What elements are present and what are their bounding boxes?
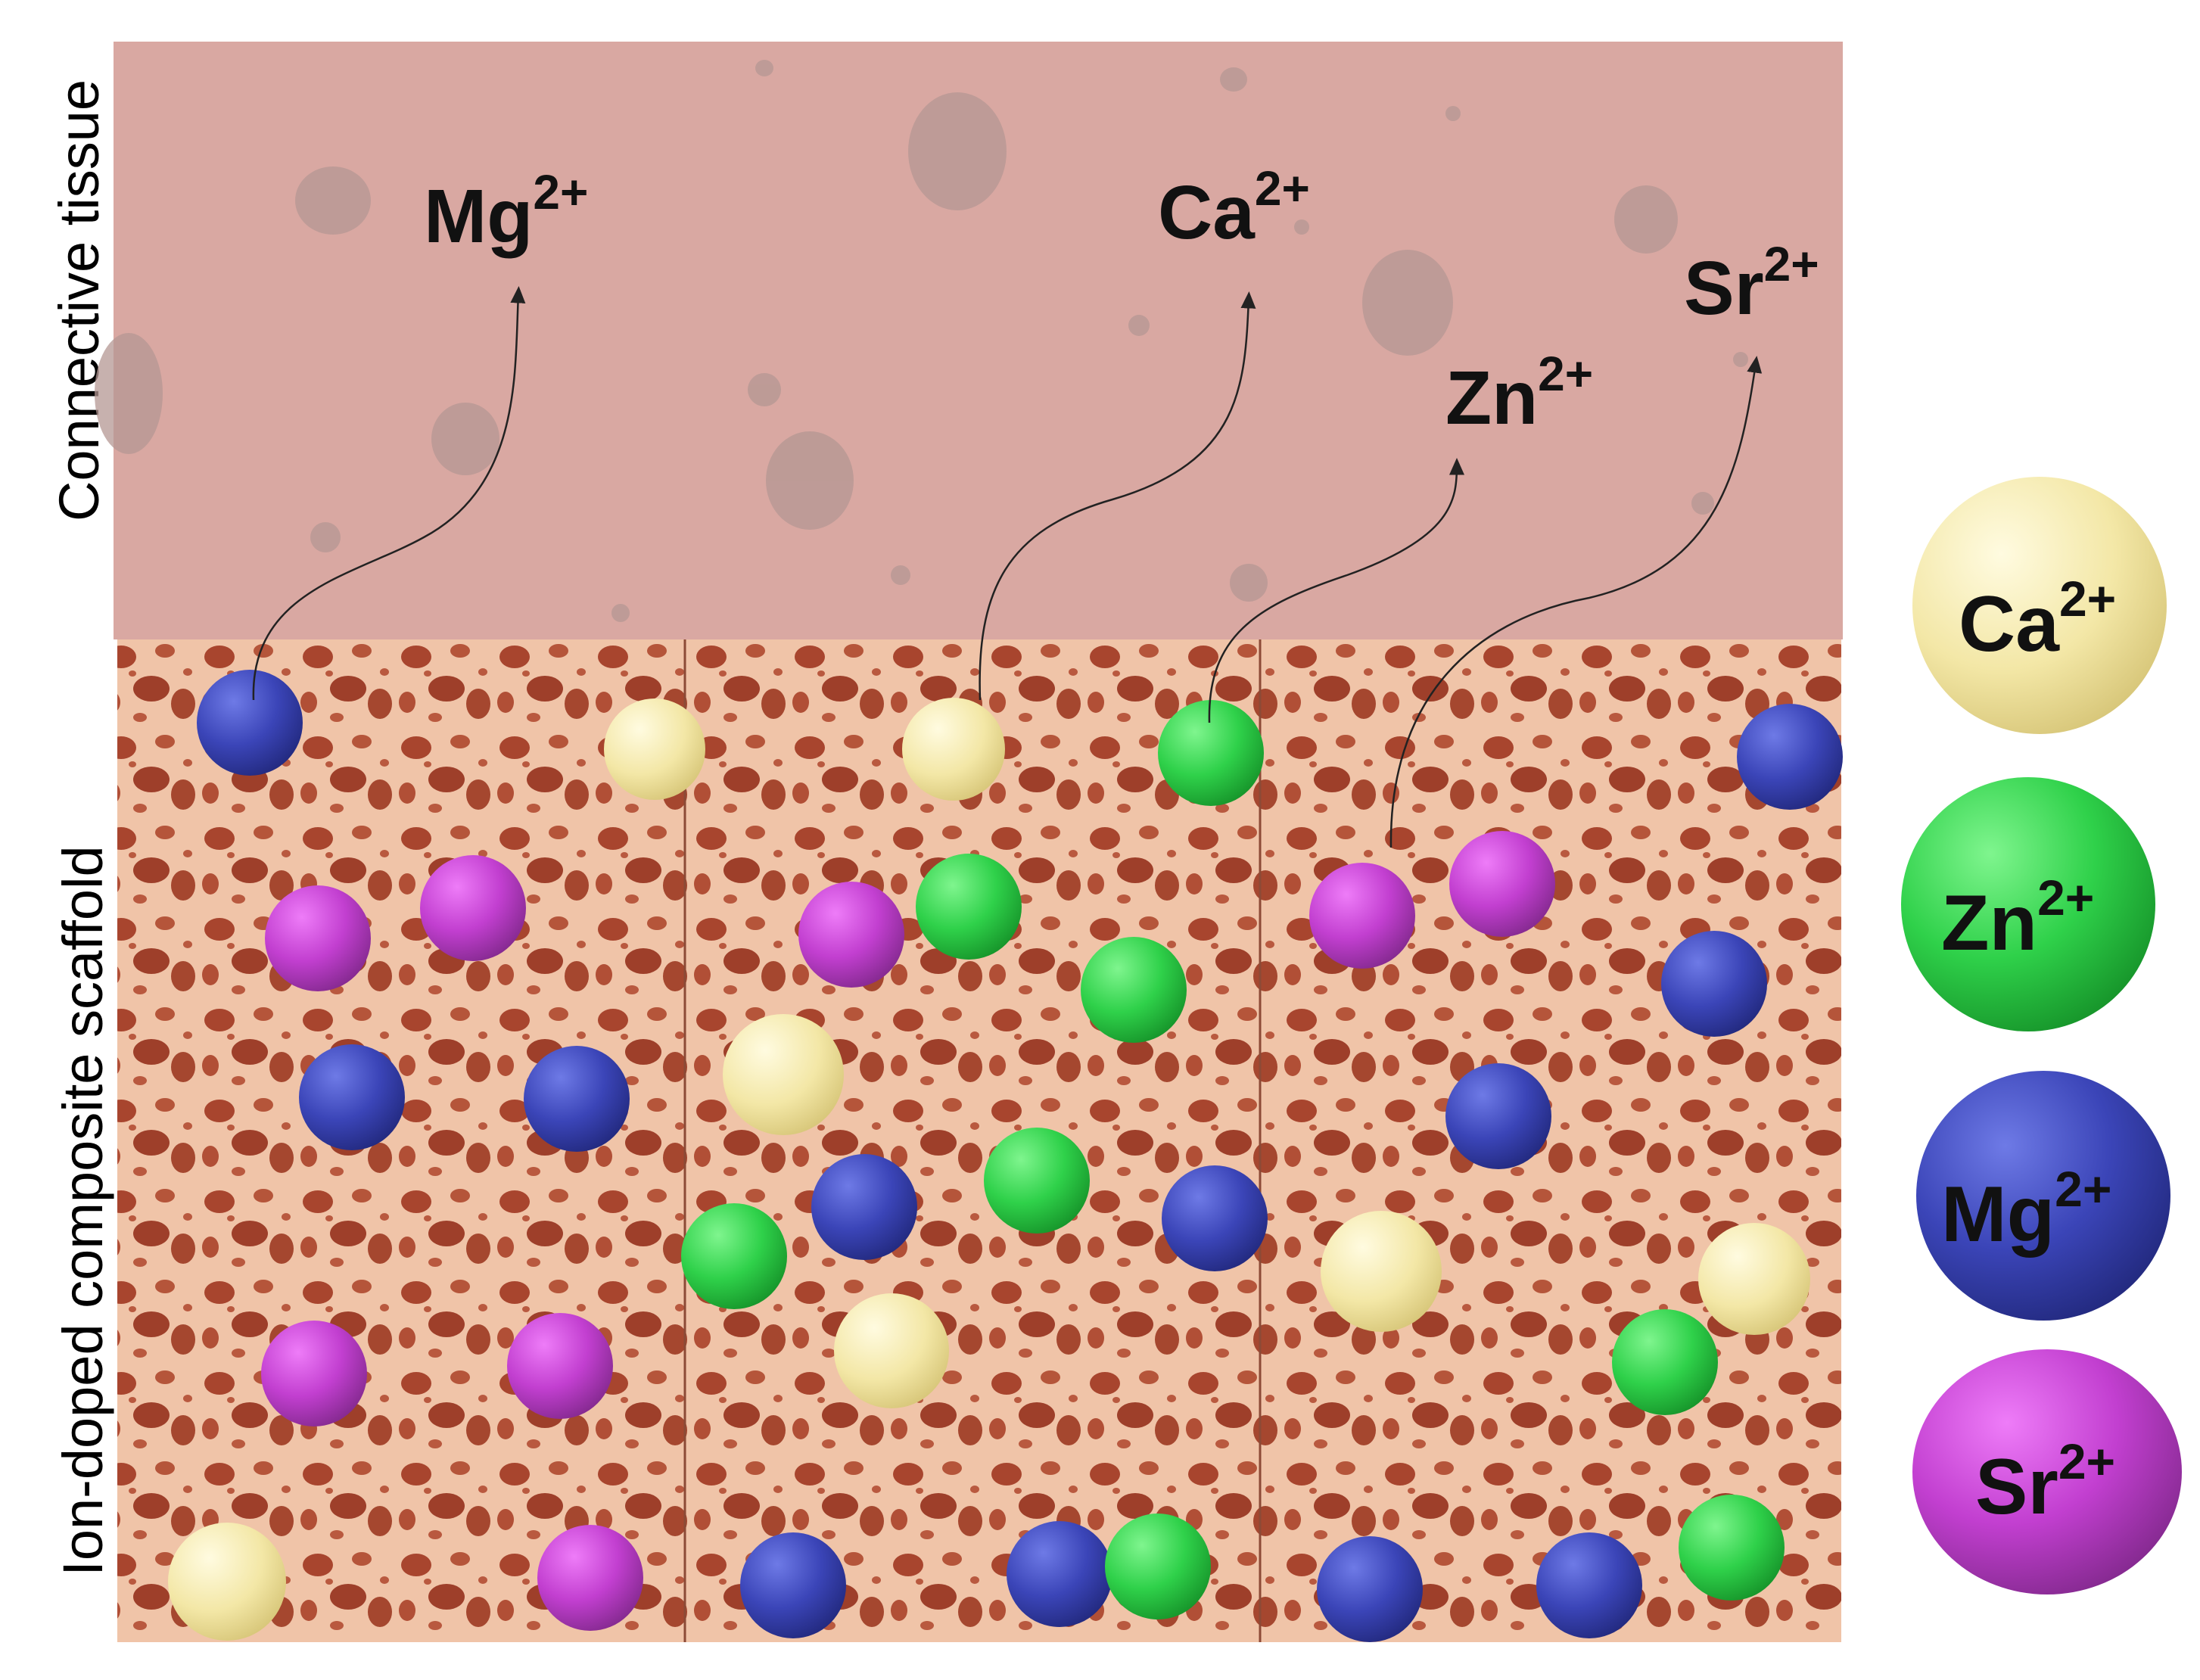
mg-ion xyxy=(1162,1165,1268,1271)
zn-ion xyxy=(1105,1514,1211,1619)
legend-sr-label: Sr2+ xyxy=(1975,1433,2115,1531)
zn-release-arrow xyxy=(1208,458,1464,723)
zn-ion xyxy=(681,1203,787,1309)
zn-ion xyxy=(1679,1495,1785,1601)
ca-ion xyxy=(723,1014,844,1135)
sr-ion xyxy=(1309,863,1415,969)
legend-item-mg: Mg2+ xyxy=(1916,1071,2170,1321)
scaffold-ions xyxy=(168,670,1843,1642)
release-arrows xyxy=(252,286,1763,848)
mg-ion xyxy=(197,670,303,776)
mg-ion xyxy=(1661,931,1767,1037)
ca-ion xyxy=(1321,1211,1442,1332)
zn-ion xyxy=(916,854,1022,960)
sr-ion xyxy=(798,882,904,988)
released-ca-label: Ca2+ xyxy=(1158,161,1310,255)
legend-item-zn: Zn2+ xyxy=(1901,777,2155,1031)
mg-ion xyxy=(1536,1532,1642,1638)
ca-ion xyxy=(834,1293,949,1408)
legend-item-sr: Sr2+ xyxy=(1912,1349,2182,1594)
mg-release-arrow xyxy=(252,286,526,701)
mg-ion xyxy=(1317,1536,1423,1642)
legend-mg-sphere xyxy=(1916,1071,2170,1321)
released-sr-label: Sr2+ xyxy=(1684,237,1819,331)
ca-ion xyxy=(604,698,705,800)
legend-sr-sphere xyxy=(1912,1349,2182,1594)
sr-release-arrow xyxy=(1389,356,1763,848)
legend-item-ca: Ca2+ xyxy=(1912,477,2167,734)
legend-mg-label: Mg2+ xyxy=(1941,1161,2111,1258)
legend-zn-label: Zn2+ xyxy=(1941,870,2094,967)
mg-ion xyxy=(299,1044,405,1150)
ca-ion xyxy=(902,698,1005,801)
ca-ion xyxy=(1698,1223,1810,1335)
zn-ion xyxy=(1081,937,1187,1043)
sr-ion xyxy=(537,1525,643,1631)
mg-ion xyxy=(1007,1521,1112,1627)
ca-release-arrow xyxy=(979,291,1256,701)
connective-tissue-layer xyxy=(95,42,1843,639)
mg-ion xyxy=(811,1154,917,1260)
mg-ion xyxy=(1445,1063,1551,1169)
legend-ca-sphere xyxy=(1912,477,2167,734)
zn-ion xyxy=(1612,1309,1718,1415)
legend-zn-sphere xyxy=(1901,777,2155,1031)
released-zn-label: Zn2+ xyxy=(1445,347,1593,440)
sr-ion xyxy=(265,885,371,991)
ion-legend: Ca2+ Zn2+ Mg2+ Sr2+ xyxy=(1901,477,2182,1594)
released-ion-labels: Mg2+ Ca2+ Zn2+ Sr2+ xyxy=(424,161,1819,440)
sr-ion xyxy=(261,1321,367,1426)
ca-ion xyxy=(168,1523,286,1641)
released-mg-label: Mg2+ xyxy=(424,165,588,259)
mg-ion xyxy=(740,1532,846,1638)
legend-ca-label: Ca2+ xyxy=(1959,571,2116,668)
mg-ion xyxy=(1737,704,1843,810)
sr-ion xyxy=(1449,831,1555,937)
sr-ion xyxy=(420,855,526,961)
mg-ion xyxy=(524,1046,630,1152)
sr-ion xyxy=(507,1313,613,1419)
zn-ion xyxy=(984,1128,1090,1234)
zn-ion xyxy=(1158,700,1264,806)
